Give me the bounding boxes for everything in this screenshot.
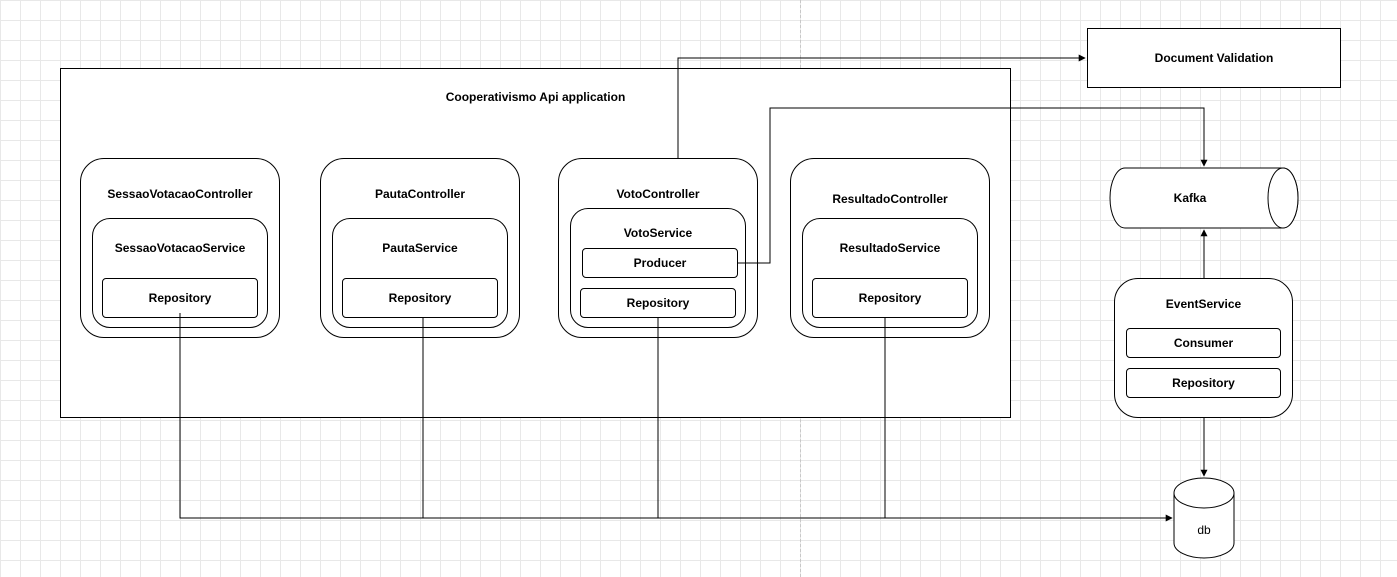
db-label: db xyxy=(1197,523,1211,537)
pauta-service-label: PautaService xyxy=(382,241,458,255)
connector-producer-to-kafka xyxy=(738,107,1208,264)
event-service-label: EventService xyxy=(1165,297,1242,311)
event-repository-label: Repository xyxy=(1172,376,1235,390)
database[interactable]: db xyxy=(1173,477,1235,559)
voto-repository-label: Repository xyxy=(626,296,690,310)
resultado-controller-label: ResultadoController xyxy=(832,192,948,206)
connector-sessao-repository-to-db xyxy=(179,313,1173,522)
sessao-votacao-repository-label: Repository xyxy=(148,291,212,305)
pauta-controller-label: PautaController xyxy=(374,187,465,201)
kafka-queue[interactable]: Kafka xyxy=(1109,167,1299,229)
voto-producer-label: Producer xyxy=(633,256,687,270)
resultado-repository[interactable]: Repository xyxy=(812,278,968,318)
document-validation[interactable]: Document Validation xyxy=(1087,28,1341,88)
voto-repository[interactable]: Repository xyxy=(580,288,736,318)
resultado-repository-label: Repository xyxy=(858,291,922,305)
sessao-votacao-repository[interactable]: Repository xyxy=(102,278,258,318)
event-consumer-label: Consumer xyxy=(1173,336,1234,350)
kafka-label: Kafka xyxy=(1174,191,1207,205)
pauta-repository[interactable]: Repository xyxy=(342,278,498,318)
app-title: Cooperativismo Api application xyxy=(445,90,626,104)
pauta-repository-label: Repository xyxy=(388,291,452,305)
resultado-service-label: ResultadoService xyxy=(839,241,941,255)
voto-service-label: VotoService xyxy=(623,226,693,240)
sessao-votacao-service-label: SessaoVotacaoService xyxy=(114,241,246,255)
event-consumer[interactable]: Consumer xyxy=(1126,328,1281,358)
connector-voto-to-document-validation xyxy=(677,54,1086,158)
document-validation-label: Document Validation xyxy=(1154,51,1274,65)
event-repository[interactable]: Repository xyxy=(1126,368,1281,398)
voto-controller-label: VotoController xyxy=(616,187,700,201)
voto-producer[interactable]: Producer xyxy=(582,248,738,278)
sessao-votacao-controller-label: SessaoVotacaoController xyxy=(107,187,253,201)
